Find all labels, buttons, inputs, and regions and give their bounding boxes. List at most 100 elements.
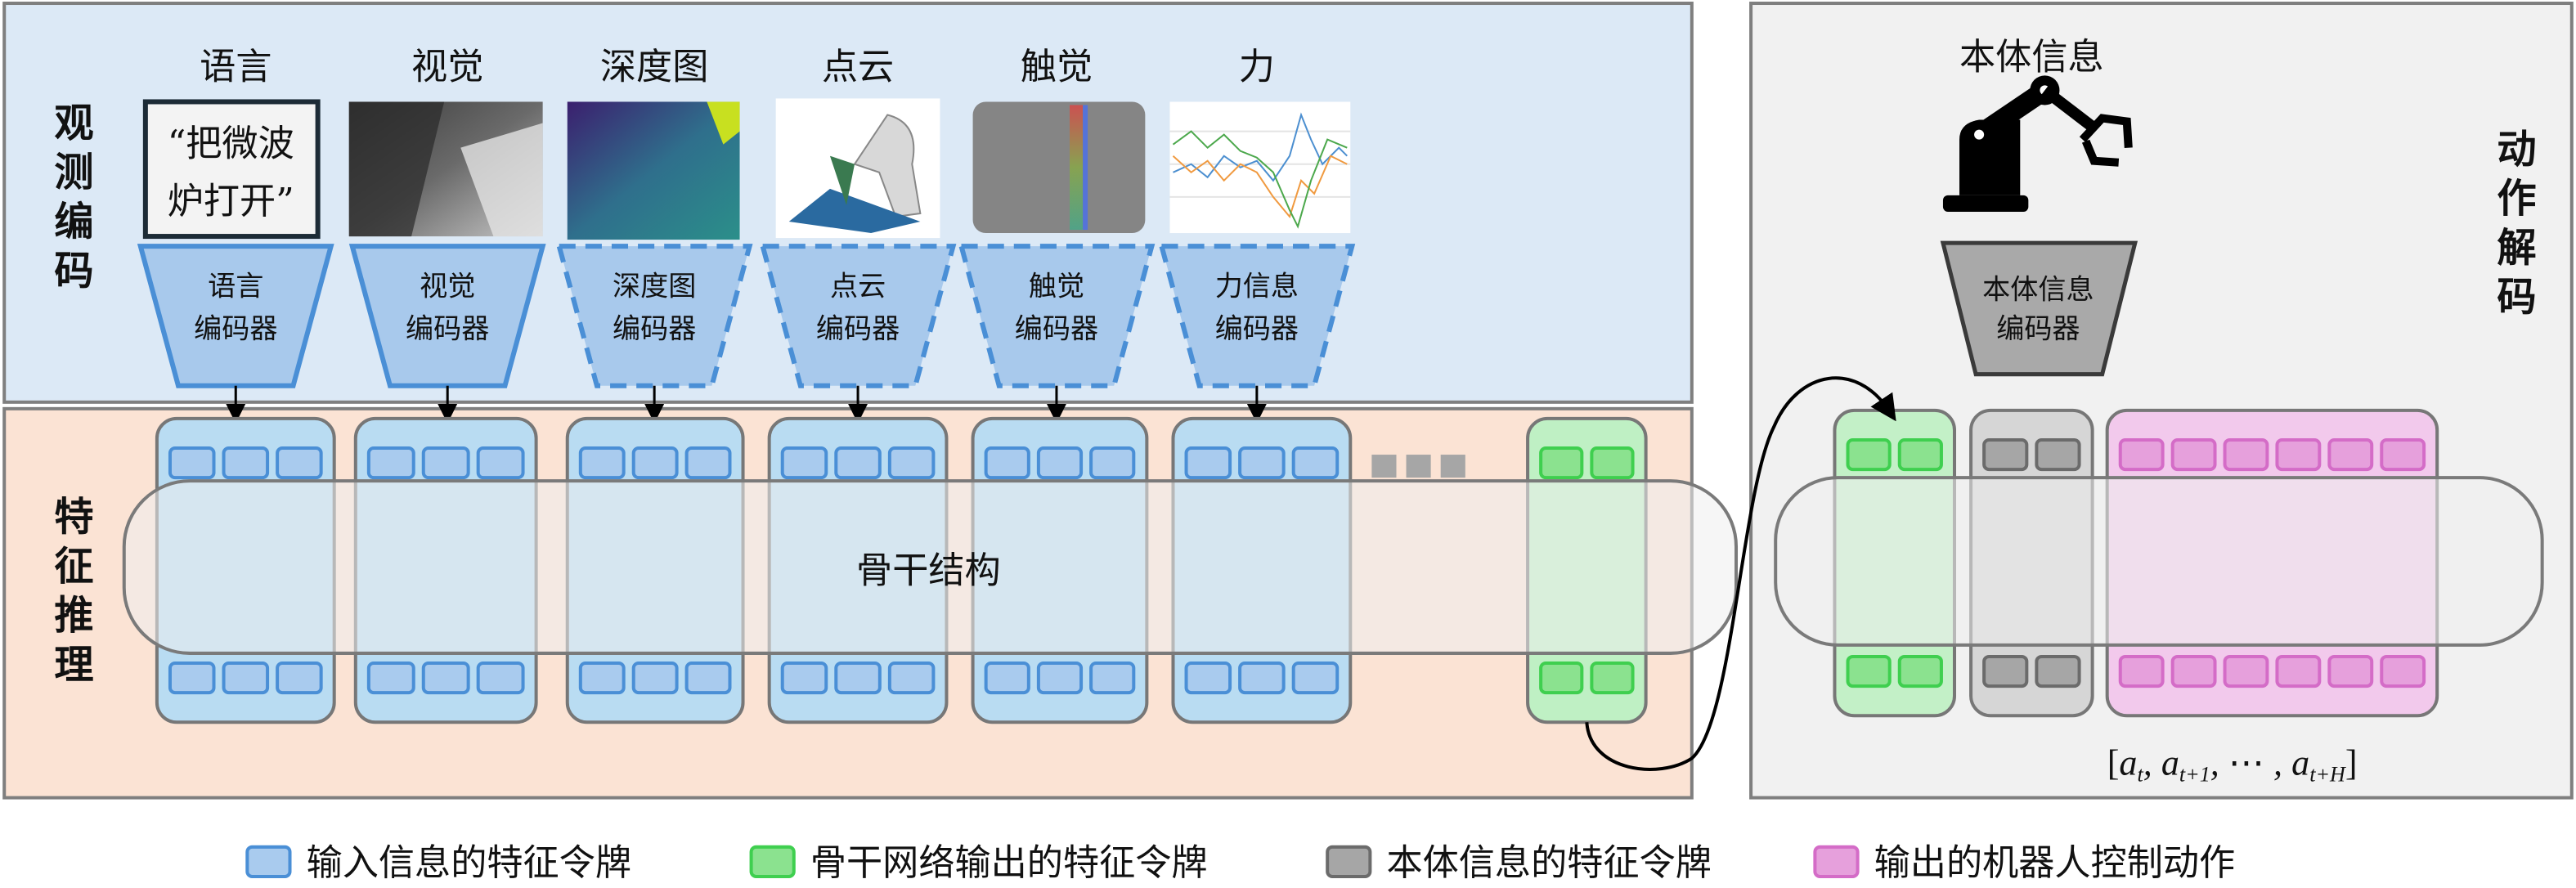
feature-token — [887, 446, 936, 480]
feature-token — [984, 661, 1030, 695]
force-plot-image — [1169, 101, 1351, 234]
encoder-label-line1: 力信息 — [1215, 270, 1299, 303]
feature-token — [984, 446, 1030, 480]
feature-token — [1982, 654, 2029, 688]
feature-token — [1539, 661, 1584, 695]
robot-arm-icon — [1942, 75, 2133, 212]
point-cloud-image — [775, 98, 940, 239]
feature-token — [366, 661, 415, 695]
encoder-label-line2: 编码器 — [613, 313, 696, 346]
feature-token — [578, 446, 626, 480]
feature-token — [1238, 661, 1286, 695]
encoder-trapezoid — [1158, 244, 1356, 388]
legend-label: 本体信息的特征令牌 — [1386, 842, 1711, 884]
feature-token — [578, 661, 626, 695]
feature-token — [2170, 437, 2217, 472]
feature-token — [631, 446, 679, 480]
legend-item: 输入信息的特征令牌 — [245, 842, 631, 884]
instruction-text-line1: “把微波 — [168, 123, 294, 165]
feature-token — [2035, 437, 2081, 472]
feature-token — [1982, 437, 2029, 472]
feature-token — [476, 446, 525, 480]
modality-title: 语言 — [200, 46, 272, 87]
encoder-label-line2: 编码器 — [194, 313, 277, 346]
modality-title: 视觉 — [411, 46, 483, 87]
legend-label: 输出的机器人控制动作 — [1874, 842, 2236, 884]
action-decoding-label: 动作解码 — [2490, 128, 2537, 325]
backbone-block — [122, 479, 1739, 655]
feature-token — [1539, 446, 1584, 480]
legend-swatch — [1326, 845, 1372, 878]
encoder-label-line2: 编码器 — [1996, 313, 2080, 346]
legend-swatch — [749, 845, 796, 878]
feature-token — [1291, 661, 1340, 695]
legend-item: 输出的机器人控制动作 — [1813, 842, 2236, 884]
encoder-label-line2: 编码器 — [406, 313, 489, 346]
instruction-text-line2: 炉打开” — [168, 181, 294, 222]
feature-token — [2035, 654, 2081, 688]
feature-token — [1036, 446, 1084, 480]
legend-swatch — [245, 845, 292, 878]
feature-token — [834, 446, 882, 480]
feature-token — [780, 661, 828, 695]
modality-title: 触觉 — [1021, 46, 1093, 87]
feature-reasoning-label: 特征推理 — [47, 496, 94, 693]
legend-item: 本体信息的特征令牌 — [1326, 842, 1712, 884]
feature-token — [1590, 661, 1635, 695]
feature-token — [276, 446, 323, 480]
feature-token — [476, 661, 525, 695]
encoder-label-line1: 点云 — [830, 270, 886, 303]
feature-token — [222, 446, 270, 480]
legend-label: 骨干网络输出的特征令牌 — [810, 842, 1208, 884]
feature-token — [684, 446, 732, 480]
feature-token — [1184, 446, 1232, 480]
feature-token — [222, 661, 270, 695]
feature-token — [1590, 446, 1635, 480]
encoder-trapezoid — [348, 244, 546, 388]
encoder-label-line1: 深度图 — [613, 270, 696, 303]
encoder-label-line2: 编码器 — [1215, 313, 1299, 346]
encoder-label-line1: 视觉 — [420, 270, 475, 303]
feature-token — [887, 661, 936, 695]
legend-label: 输入信息的特征令牌 — [307, 842, 631, 884]
vision-image — [348, 101, 543, 237]
tactile-image — [972, 101, 1146, 234]
encoder-label-line1: 语言 — [208, 270, 263, 303]
encoder-trapezoid — [137, 244, 334, 388]
proprioception-encoder: 本体信息 编码器 — [1940, 240, 2138, 377]
feature-token — [1846, 654, 1892, 688]
encoder-trapezoid — [759, 244, 957, 388]
encoder-label-line1: 触觉 — [1029, 270, 1084, 303]
more-tokens-ellipsis — [1371, 455, 1465, 478]
modality-title: 力 — [1239, 46, 1275, 87]
feature-token — [631, 661, 679, 695]
backbone-label: 骨干结构 — [856, 550, 1001, 592]
feature-token — [168, 661, 216, 695]
feature-token — [2223, 437, 2269, 472]
feature-token — [2223, 654, 2269, 688]
backbone-output-to-decoder-arrow — [1585, 376, 1896, 771]
feature-token — [1238, 446, 1286, 480]
feature-token — [780, 446, 828, 480]
encoder-trapezoid — [958, 244, 1156, 388]
feature-token — [2275, 437, 2322, 472]
feature-token — [1897, 437, 1943, 472]
feature-token — [2380, 654, 2426, 688]
feature-token — [1036, 661, 1084, 695]
feature-token — [276, 661, 323, 695]
legend: 输入信息的特征令牌 骨干网络输出的特征令牌 本体信息的特征令牌 输出的机器人控制动作 — [245, 842, 2236, 884]
feature-token — [2327, 654, 2374, 688]
encoder-label-line2: 编码器 — [816, 313, 900, 346]
feature-token — [2118, 654, 2165, 688]
proprioception-title: 本体信息 — [1959, 36, 2104, 78]
